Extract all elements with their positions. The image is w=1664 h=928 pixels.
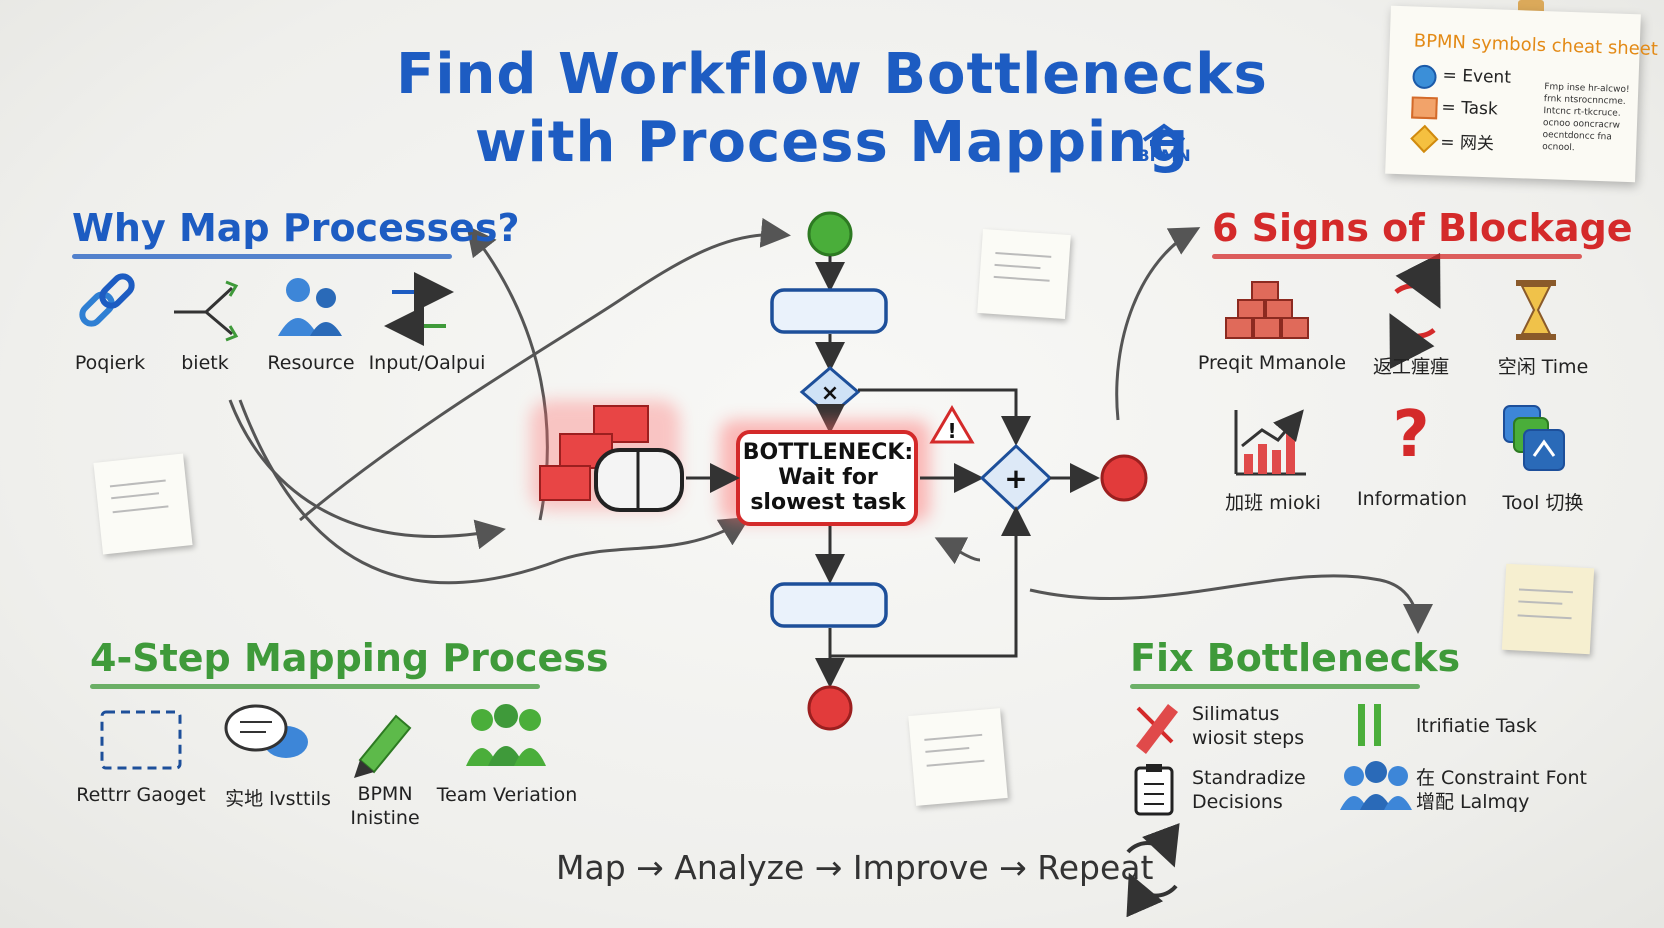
why-underline bbox=[72, 254, 452, 259]
start-event bbox=[807, 211, 853, 257]
mapping-label-2: 实地 lvsttils bbox=[225, 788, 331, 810]
warning-icon bbox=[929, 405, 975, 444]
fix-label-3: Standradize Decisions bbox=[1192, 767, 1306, 813]
bpmn-badge: BPMN bbox=[1136, 118, 1192, 166]
curved-arrow bbox=[238, 399, 751, 585]
stacked-boxes-icon bbox=[1225, 281, 1309, 339]
tool-switch-icon bbox=[1503, 405, 1565, 471]
checklist-icon bbox=[1134, 764, 1174, 816]
signs-underline bbox=[1212, 254, 1582, 259]
bar-chart-icon bbox=[1234, 409, 1306, 476]
pencil-icon bbox=[354, 714, 412, 778]
warning-mark: ! bbox=[947, 419, 956, 443]
why-label-2: bietk bbox=[181, 352, 229, 374]
why-section-title: Why Map Processes? bbox=[72, 206, 520, 250]
question-mark-icon: ? bbox=[1392, 398, 1430, 472]
mapping-underline bbox=[90, 684, 540, 689]
curved-arrow bbox=[934, 537, 981, 565]
why-label-1: Poqierk bbox=[74, 352, 146, 374]
team-icon bbox=[466, 704, 546, 766]
fix-label-4: 在 Constraint Font 增配 Lalmqy bbox=[1416, 767, 1587, 813]
branch-arrow-icon bbox=[174, 280, 239, 342]
fix-section-title: Fix Bottlenecks bbox=[1130, 636, 1461, 680]
cycle-arrows-icon bbox=[1126, 823, 1180, 918]
why-label-4: Input/Oalpui bbox=[368, 352, 486, 374]
swap-arrows-icon bbox=[384, 272, 454, 346]
bpmn-badge-text: BPMN bbox=[1137, 146, 1191, 165]
signs-label-5: Information bbox=[1357, 488, 1467, 510]
mapping-label-3: BPMN Inistine bbox=[350, 783, 420, 829]
gateway-plus-symbol: + bbox=[1004, 462, 1027, 495]
task-box-2 bbox=[770, 582, 888, 628]
rework-cycle-icon bbox=[1389, 253, 1441, 369]
hourglass-icon bbox=[1516, 280, 1556, 340]
bottleneck-label: BOTTLENECK: Wait for slowest task bbox=[742, 440, 914, 515]
signs-label-6: Tool 切换 bbox=[1502, 492, 1584, 514]
page-title-line1: Find Workflow Bottlenecks bbox=[396, 42, 1268, 107]
task-box-1 bbox=[770, 288, 888, 334]
curved-arrow bbox=[228, 399, 506, 550]
speech-bubbles-icon bbox=[224, 704, 308, 758]
gateway-x-symbol: × bbox=[821, 381, 839, 406]
signs-label-1: Preqit Mmanole bbox=[1197, 352, 1347, 374]
signs-label-4: 加班 mioki bbox=[1225, 492, 1321, 514]
mapping-section-title: 4-Step Mapping Process bbox=[90, 636, 609, 680]
mapping-label-4: Team Veriation bbox=[436, 784, 578, 806]
signs-label-2: 返工㾖㾖 bbox=[1372, 356, 1449, 378]
signs-section-title: 6 Signs of Blockage bbox=[1212, 206, 1633, 250]
curved-arrow bbox=[1115, 227, 1201, 421]
parallel-icon bbox=[1358, 704, 1381, 746]
end-event-2 bbox=[807, 685, 853, 731]
cycle-caption: Map → Analyze → Improve → Repeat bbox=[556, 848, 1154, 887]
chain-link-icon bbox=[79, 273, 135, 327]
curved-arrow bbox=[1029, 574, 1433, 634]
stacked-box bbox=[539, 465, 591, 501]
mapping-label-1: Rettrr Gaoget bbox=[76, 784, 206, 806]
cut-icon bbox=[1136, 704, 1178, 754]
dashed-box-icon bbox=[100, 710, 182, 770]
people-icon bbox=[278, 278, 342, 336]
people-icon bbox=[1340, 761, 1412, 810]
end-event bbox=[1100, 454, 1148, 502]
fix-label-1: Silimatus wiosit steps bbox=[1192, 703, 1305, 749]
page-title-line2: with Process Mapping bbox=[474, 110, 1190, 175]
fix-label-2: ltrifiatie Task bbox=[1416, 715, 1537, 737]
signs-label-3: 空闲 Time bbox=[1497, 356, 1589, 378]
bpmn-house-icon bbox=[1142, 123, 1186, 146]
curved-arrow bbox=[299, 217, 791, 522]
fix-underline bbox=[1130, 684, 1420, 689]
why-label-3: Resource bbox=[267, 352, 355, 374]
